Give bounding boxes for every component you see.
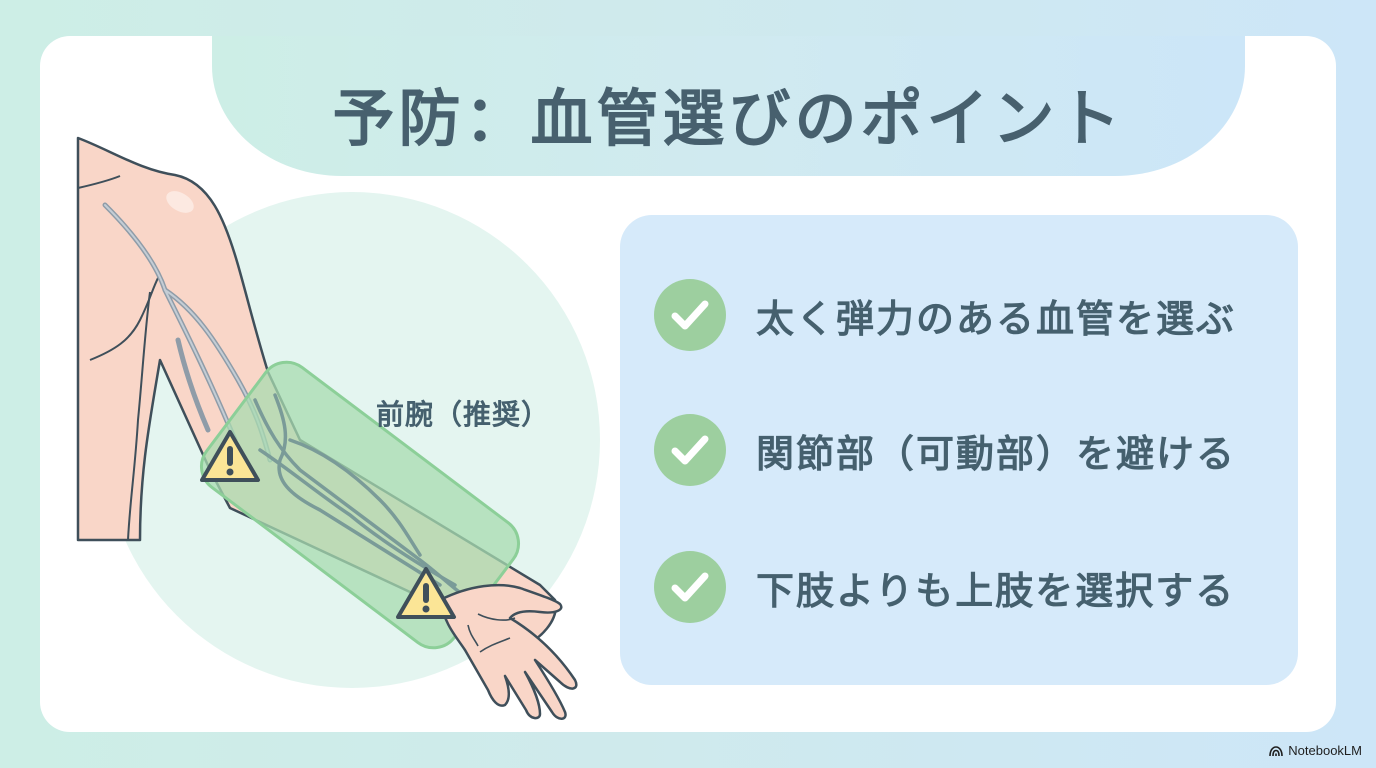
points-panel: 太く弾力のある血管を選ぶ 関節部（可動部）を避ける 下肢よりも上肢を選択する	[620, 215, 1298, 685]
point-item: 下肢よりも上肢を選択する	[654, 549, 1235, 625]
point-text: 関節部（可動部）を避ける	[756, 431, 1237, 476]
check-icon	[654, 279, 726, 351]
point-item: 関節部（可動部）を避ける	[654, 412, 1236, 488]
forearm-recommended-label: 前腕（推奨）	[376, 398, 551, 431]
check-icon	[654, 414, 726, 486]
notebooklm-branding: NotebookLM	[1269, 743, 1362, 758]
point-item: 太く弾力のある血管を選ぶ	[654, 277, 1236, 353]
brand-label: NotebookLM	[1288, 743, 1362, 758]
page-title: 予防：血管選びのポイント	[332, 82, 1125, 155]
title-banner: 予防：血管選びのポイント	[212, 36, 1245, 176]
point-text: 下肢よりも上肢を選択する	[756, 568, 1236, 613]
point-text: 太く弾力のある血管を選ぶ	[756, 296, 1237, 341]
notebooklm-icon	[1269, 745, 1284, 756]
check-icon	[654, 551, 726, 623]
